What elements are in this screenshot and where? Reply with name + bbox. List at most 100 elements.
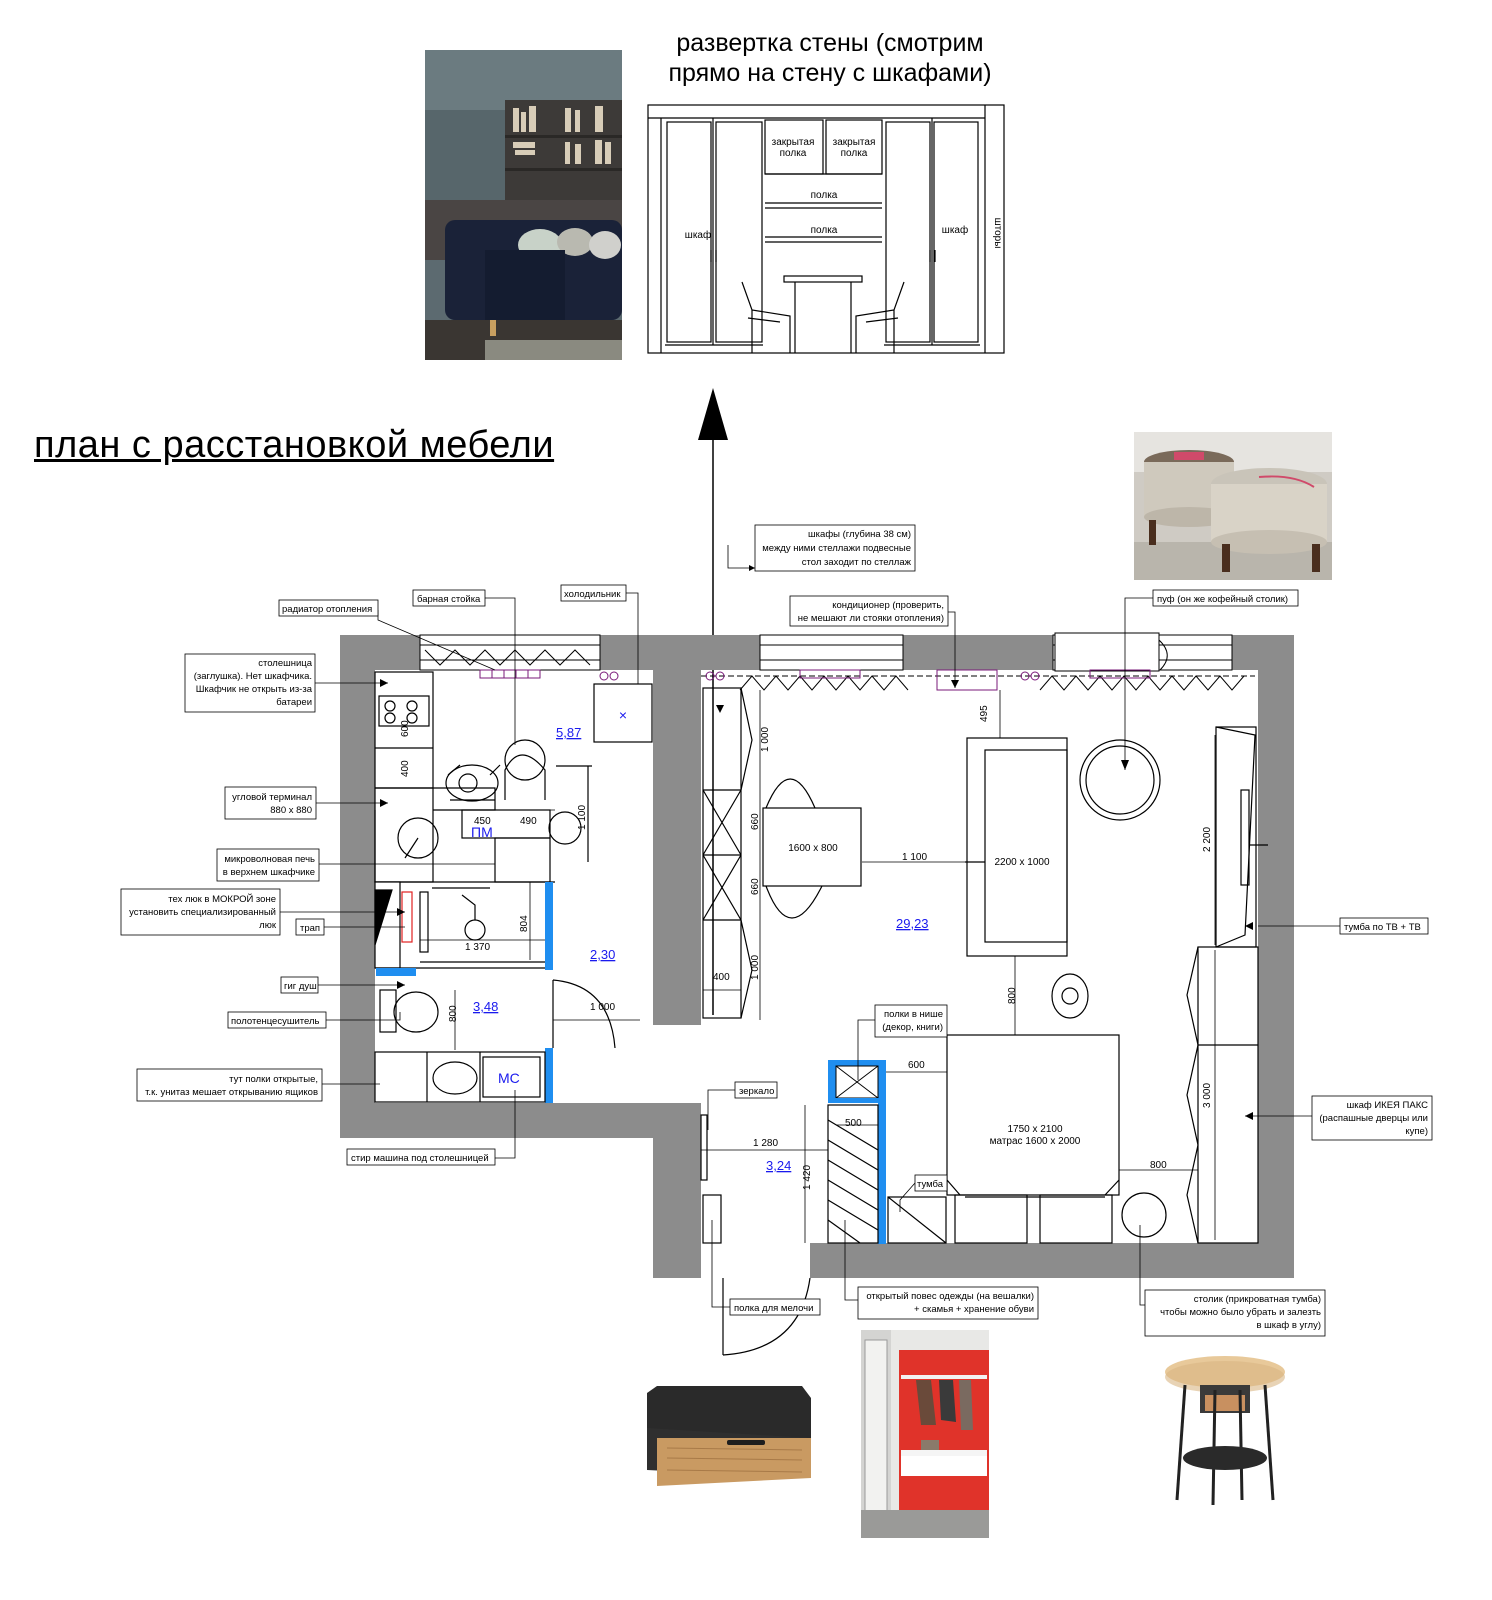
callout-open-shelves-l2: т.к. унитаз мешает открыванию ящиков [145,1087,318,1098]
dim-660b: 660 [750,878,761,895]
callout-ac-l2: не мешают ли стояки отопления) [798,613,944,624]
callout-ikea-l2: (распашные дверцы или [1319,1113,1428,1124]
dim-1280: 1 280 [753,1138,778,1149]
dim-800a: 800 [448,1005,459,1022]
fridge-mark: × [619,707,627,723]
callout-side-table-l2: чтобы можно было убрать и залезть [1160,1307,1321,1318]
area-labels: 5,87 2,30 3,48 29,23 3,24 [473,725,929,1173]
dim-1420: 1 420 [802,1165,813,1190]
dim-3000: 3 000 [1202,1083,1213,1108]
page-title: план с расстановкой мебели [34,424,555,466]
side-table-photo [1155,1350,1295,1510]
pm-label: ПМ [471,824,493,840]
curtains [424,649,1255,691]
dim-1000d: 1 000 [590,1002,615,1013]
elevation-title-line-2: прямо на стену с шкафами) [668,59,992,87]
dim-1370: 1 370 [465,942,490,953]
callout-hanging-l1: открытый повес одежды (на вешалки) [866,1291,1034,1302]
pouf-photo [1134,432,1332,580]
dim-495: 495 [979,705,990,722]
callout-ikea-l3: купе) [1405,1126,1428,1137]
elev-closed-shelf-left-l1: закрытая [772,137,815,148]
callout-side-table-l1: столик (прикроватная тумба) [1194,1294,1321,1305]
elevation-title: развертка стены (смотрим прямо на стену … [640,28,1020,88]
callout-mirror: зеркало [739,1086,774,1097]
callout-ikea-l1: шкаф ИКЕЯ ПАКС [1347,1100,1429,1111]
kitchen [374,671,653,883]
callout-open-shelves-l1: тут полки открытые, [229,1074,318,1085]
wc [374,979,616,1103]
dim-800c: 800 [1150,1160,1167,1171]
callout-drain: трап [300,923,320,934]
dim-400a: 400 [400,760,411,777]
nightstand-label: тумба [917,1179,944,1190]
hall-hanger [700,1104,879,1356]
dim-490: 490 [520,816,537,827]
dim-2200: 2 200 [1202,827,1213,852]
callout-side-table-l3: в шкаф в углу) [1256,1320,1321,1331]
dim-660a: 660 [750,813,761,830]
bed-size-l2: матрас 1600 х 2000 [990,1136,1081,1147]
dim-1000b: 1 000 [750,955,761,980]
radiators [479,669,1151,691]
elev-shelf-upper: полка [811,190,838,201]
callout-corner-l2: 880 х 880 [270,805,312,816]
dim-600b: 600 [908,1060,925,1071]
callout-countertop-l4: батареи [276,697,312,708]
dimension-texts: 600 400 450 490 1 100 804 1 370 800 1 00… [400,705,1213,1190]
callout-texts: шкафы (глубина 38 см) между ними стеллаж… [129,529,1428,1331]
callout-microwave-l1: микроволновая печь [224,854,315,865]
view-direction-arrow [698,388,728,1015]
dim-1100h: 1 100 [902,852,927,863]
table-size: 1600 х 800 [788,843,838,854]
dim-400b: 400 [713,972,730,983]
bed-size-l1: 1750 х 2100 [1007,1124,1062,1135]
furniture-labels: 1600 х 800 2200 х 1000 1750 х 2100 матра… [788,843,1081,1147]
callout-towel: полотенцесушитель [231,1016,320,1027]
niche [828,1060,886,1244]
bathroom [374,881,545,969]
callout-ac-l1: кондиционер (проверить, [832,600,944,611]
callout-countertop-l3: Шкафчик не открыть из-за [196,684,313,695]
callout-hanging-l2: + скамья + хранение обуви [914,1304,1034,1315]
dim-1000t: 1 000 [760,727,771,752]
walls [340,635,1294,1278]
callout-small-shelf: полка для мелочи [734,1303,813,1314]
callout-radiator: радиатор отопления [282,604,372,615]
dim-1100v: 1 100 [577,805,588,830]
windows [419,632,1233,672]
dim-500: 500 [845,1118,862,1129]
area-hall: 3,24 [766,1158,791,1173]
elev-wardrobe-right: шкаф [942,224,968,236]
dim-450: 450 [474,816,491,827]
callout-cabinets-l3: стол заходит по стеллаж [802,557,912,568]
callout-countertop-l2: (заглушка). Нет шкафчика. [194,671,312,682]
wc-blue-wall [545,1048,553,1103]
elev-curtains: шторы [992,218,1003,249]
callout-hatch-l3: люк [259,920,277,931]
area-main: 29,23 [896,916,929,931]
area-kitchen: 5,87 [556,725,581,740]
callout-tv: тумба по ТВ + ТВ [1344,922,1421,933]
elev-closed-shelf-right-l2: полка [841,148,868,159]
callout-hatch-l2: установить специализированный [129,907,276,918]
callout-pouf: пуф (он же кофейный столик) [1157,594,1288,605]
dim-800b: 800 [1007,987,1018,1004]
callout-bar: барная стойка [417,594,481,605]
callout-fridge: холодильник [564,589,621,600]
callout-corner-l1: угловой терминал [232,792,312,803]
dim-804: 804 [519,915,530,932]
elev-shelf-lower: полка [811,225,838,236]
wall-shelf-photo [627,1378,813,1488]
wall-elevation [647,104,1005,354]
hallway-photo [861,1330,989,1538]
callout-cabinets-l2: между ними стеллажи подвесные [762,543,911,554]
ms-label: МС [498,1070,520,1086]
elev-closed-shelf-right-l1: закрытая [833,137,876,148]
callout-niche-l1: полки в нише [884,1009,943,1020]
dimension-lines [420,690,1216,1243]
wc-blue-strip [376,968,416,976]
callout-shower: гиг душ [284,981,317,992]
bath-blue-wall [545,882,553,970]
